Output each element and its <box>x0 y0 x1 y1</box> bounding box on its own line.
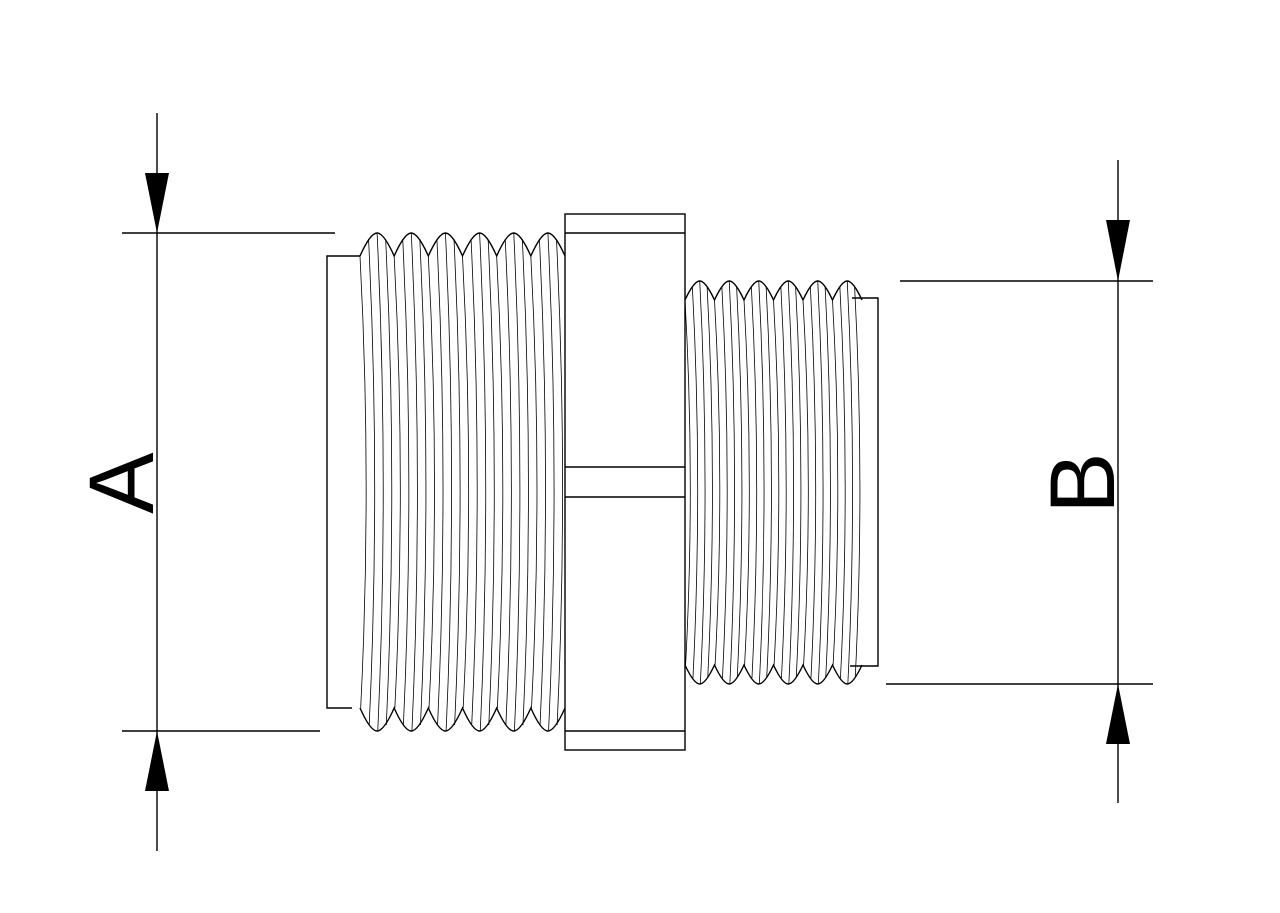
right-thread-thread-line <box>809 286 817 679</box>
left-thread-thread-line <box>513 232 521 732</box>
dimension-a-label: A <box>71 452 173 514</box>
arrow-down-icon <box>145 173 169 233</box>
right-thread-thread-line <box>721 286 728 679</box>
right-thread-thread-line <box>736 286 743 679</box>
arrow-up-icon <box>145 731 169 791</box>
left-thread-thread-line <box>487 238 495 726</box>
right-thread-thread-line <box>765 286 772 679</box>
left-thread-thread-line <box>368 238 376 726</box>
right-thread-thread-line <box>832 299 839 666</box>
left-thread-thread-line <box>462 255 470 709</box>
right-thread-bottom-profile <box>684 663 863 685</box>
right-thread-thread-line <box>854 286 861 679</box>
right-thread-thread-line <box>795 286 802 679</box>
right-thread-thread-line <box>817 280 824 685</box>
right-thread-thread-line <box>802 299 809 666</box>
threads <box>359 232 863 732</box>
left-thread-thread-line <box>538 238 546 726</box>
right-thread-thread-line <box>787 280 794 685</box>
left-thread-thread-line <box>556 238 564 726</box>
right-thread-thread-line <box>780 286 787 679</box>
right-thread-thread-line <box>773 299 780 666</box>
right-thread-top-profile <box>684 280 863 302</box>
right-thread-thread-line <box>750 286 758 679</box>
hex-nut <box>564 213 686 751</box>
right-thread-thread-line <box>839 286 846 679</box>
left-thread-thread-line <box>445 232 452 732</box>
right-thread-thread-line <box>728 280 735 685</box>
right-thread-thread-line <box>846 280 853 685</box>
right-thread-thread-line <box>684 299 691 666</box>
right-thread-thread-line <box>824 286 831 679</box>
left-thread-end <box>326 255 360 709</box>
arrow-up-icon <box>1106 684 1130 744</box>
left-thread-top-profile <box>359 232 566 258</box>
left-thread-thread-line <box>470 238 478 726</box>
left-thread-thread-line <box>521 238 529 726</box>
left-thread-thread-line <box>453 238 461 726</box>
right-thread-thread-line <box>743 299 750 666</box>
dimension-a: A <box>71 113 335 851</box>
right-thread-end <box>850 297 879 667</box>
arrow-down-icon <box>1106 220 1130 281</box>
dimension-b-label: B <box>1032 452 1134 513</box>
left-thread-thread-line <box>427 255 435 709</box>
left-thread-thread-line <box>479 232 487 732</box>
left-thread-thread-line <box>402 238 410 726</box>
right-thread-thread-line <box>699 280 706 685</box>
right-thread-thread-line <box>714 299 721 666</box>
left-thread-thread-line <box>547 232 555 732</box>
left-thread-bottom-profile <box>359 706 566 732</box>
left-thread-thread-line <box>504 238 512 726</box>
left-thread-thread-line <box>376 232 384 732</box>
right-thread-thread-line <box>758 280 765 685</box>
right-thread-thread-line <box>691 286 699 679</box>
left-thread-thread-line <box>496 255 504 709</box>
left-thread-thread-line <box>385 238 393 726</box>
dimension-b: B <box>886 160 1153 803</box>
left-thread-thread-line <box>419 238 427 726</box>
left-thread-thread-line <box>530 255 538 709</box>
left-thread-thread-line <box>393 255 401 709</box>
left-thread-thread-line <box>359 255 367 709</box>
right-thread-thread-line <box>706 286 713 679</box>
left-thread-thread-line <box>410 232 418 732</box>
left-thread-thread-line <box>436 238 444 726</box>
